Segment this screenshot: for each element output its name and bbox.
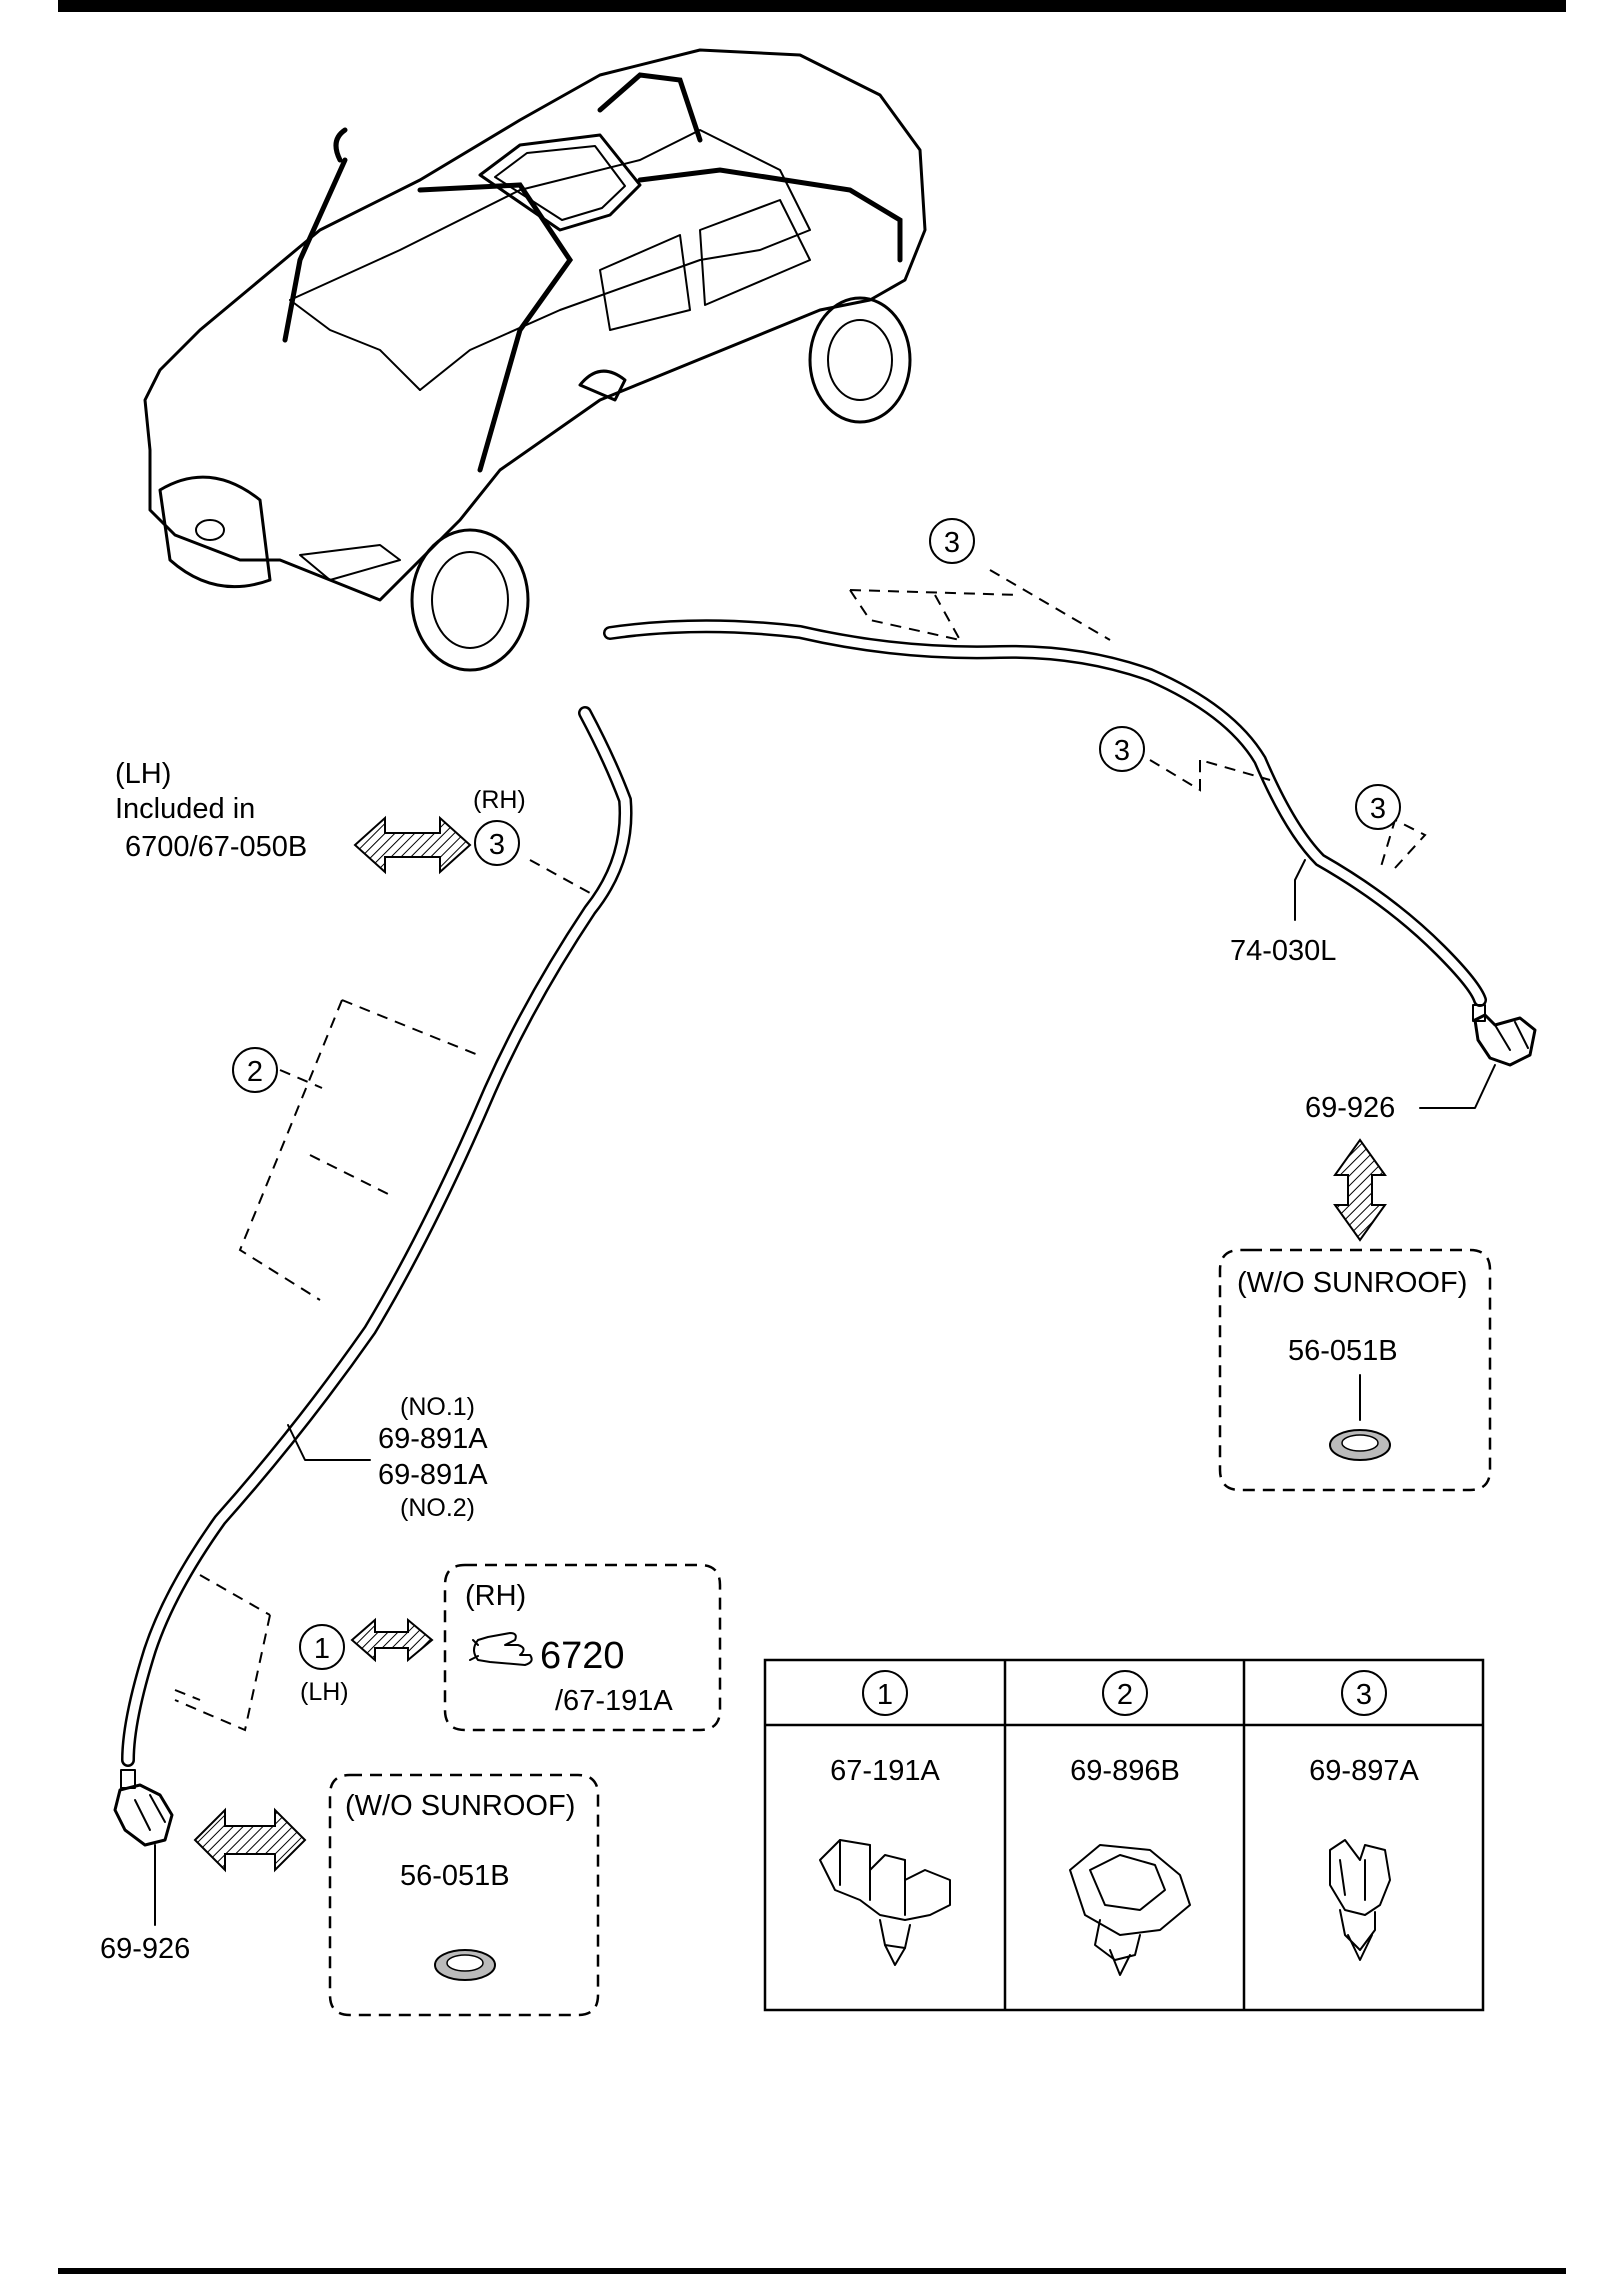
svg-text:3: 3 bbox=[944, 527, 960, 559]
leader-74-030L bbox=[1294, 859, 1306, 921]
front-grille bbox=[158, 475, 272, 589]
clip-leader-lower bbox=[1379, 818, 1427, 871]
svg-text:3: 3 bbox=[1114, 735, 1130, 767]
svg-text:1: 1 bbox=[314, 1633, 330, 1665]
top-border-bar bbox=[58, 0, 1566, 12]
rear-drain-hose bbox=[603, 619, 1487, 1007]
left-valve-label: 69-926 bbox=[100, 1933, 190, 1965]
right-wo-sunroof-label: (W/O SUNROOF) bbox=[1237, 1267, 1467, 1299]
lh-label: (LH) bbox=[115, 758, 171, 790]
clip-leader-top bbox=[849, 569, 1111, 641]
callout-3-mid: 3 bbox=[1099, 726, 1145, 772]
svg-text:3: 3 bbox=[1356, 1679, 1372, 1711]
left-drain-valve bbox=[113, 1769, 174, 1847]
callout-3-left: 3 bbox=[474, 820, 520, 866]
legend-part-2: 69-896B bbox=[1070, 1755, 1180, 1787]
clip-leader-mid-left bbox=[238, 999, 479, 1301]
front-drain-hose bbox=[121, 706, 633, 1767]
double-arrow-icon bbox=[193, 1807, 307, 1873]
rh-box-ref-main: 6720 bbox=[540, 1635, 625, 1677]
callout-2: 2 bbox=[232, 1047, 278, 1093]
hose-74-030L-label: 74-030L bbox=[1230, 935, 1336, 967]
callout-3-top: 3 bbox=[929, 518, 975, 564]
right-valve-label: 69-926 bbox=[1305, 1092, 1395, 1124]
clip-leader-mid bbox=[1149, 758, 1271, 792]
svg-text:3: 3 bbox=[1370, 793, 1386, 825]
clip-69-897A-drawing bbox=[1329, 1839, 1391, 1961]
rh-reference-box bbox=[443, 1563, 722, 1732]
hose-no2-label: (NO.2) bbox=[400, 1494, 475, 1522]
left-grommet bbox=[434, 1949, 496, 1981]
clip-67-191A-drawing bbox=[819, 1839, 951, 1966]
rh-box-ref-sub: /67-191A bbox=[555, 1685, 673, 1717]
rh-box-label: (RH) bbox=[465, 1580, 526, 1612]
pointing-hand-icon bbox=[469, 1632, 533, 1666]
clip-leader-top-left bbox=[529, 859, 591, 894]
legend-callout-1: 1 bbox=[862, 1670, 908, 1716]
svg-text:2: 2 bbox=[247, 1056, 263, 1088]
leader-right-69-926 bbox=[1419, 1064, 1496, 1109]
double-arrow-icon bbox=[1333, 1138, 1387, 1242]
callout-3-lower: 3 bbox=[1355, 784, 1401, 830]
included-in-label: Included in bbox=[115, 793, 255, 825]
callout-1: 1 bbox=[299, 1624, 345, 1670]
front-wheel bbox=[410, 528, 530, 672]
rh-label: (RH) bbox=[473, 786, 526, 814]
legend-part-3: 69-897A bbox=[1309, 1755, 1419, 1787]
double-arrow-icon bbox=[350, 1617, 434, 1663]
right-grommet bbox=[1329, 1429, 1391, 1461]
rear-wheel bbox=[808, 296, 912, 424]
leader-69-891A bbox=[287, 1424, 371, 1461]
double-arrow-icon bbox=[353, 815, 472, 875]
included-ref-label: 6700/67-050B bbox=[125, 831, 307, 863]
left-wo-sunroof-box bbox=[328, 1773, 600, 2017]
left-grommet-label: 56-051B bbox=[400, 1860, 510, 1892]
hose-no1-label: (NO.1) bbox=[400, 1393, 475, 1421]
vehicle-illustration bbox=[143, 48, 927, 672]
clip-leader-lower-left bbox=[174, 1574, 271, 1732]
hose-part-1-label: 69-891A bbox=[378, 1423, 488, 1455]
bottom-border-bar bbox=[58, 2268, 1566, 2274]
right-drain-valve bbox=[1472, 1004, 1537, 1067]
legend-callout-3: 3 bbox=[1341, 1670, 1387, 1716]
right-grommet-label: 56-051B bbox=[1288, 1335, 1398, 1367]
left-wo-sunroof-label: (W/O SUNROOF) bbox=[345, 1790, 575, 1822]
svg-text:2: 2 bbox=[1117, 1679, 1133, 1711]
legend-callout-2: 2 bbox=[1102, 1670, 1148, 1716]
clip-lh-label: (LH) bbox=[300, 1678, 349, 1706]
legend-part-1: 67-191A bbox=[830, 1755, 940, 1787]
svg-text:1: 1 bbox=[877, 1679, 893, 1711]
right-wo-sunroof-box bbox=[1218, 1248, 1492, 1492]
legend-table: 1 2 3 67-191A 69-896B 69-897A bbox=[763, 1658, 1485, 2012]
hose-part-2-label: 69-891A bbox=[378, 1459, 488, 1491]
svg-text:3: 3 bbox=[489, 829, 505, 861]
clip-69-896B-drawing bbox=[1069, 1844, 1191, 1976]
